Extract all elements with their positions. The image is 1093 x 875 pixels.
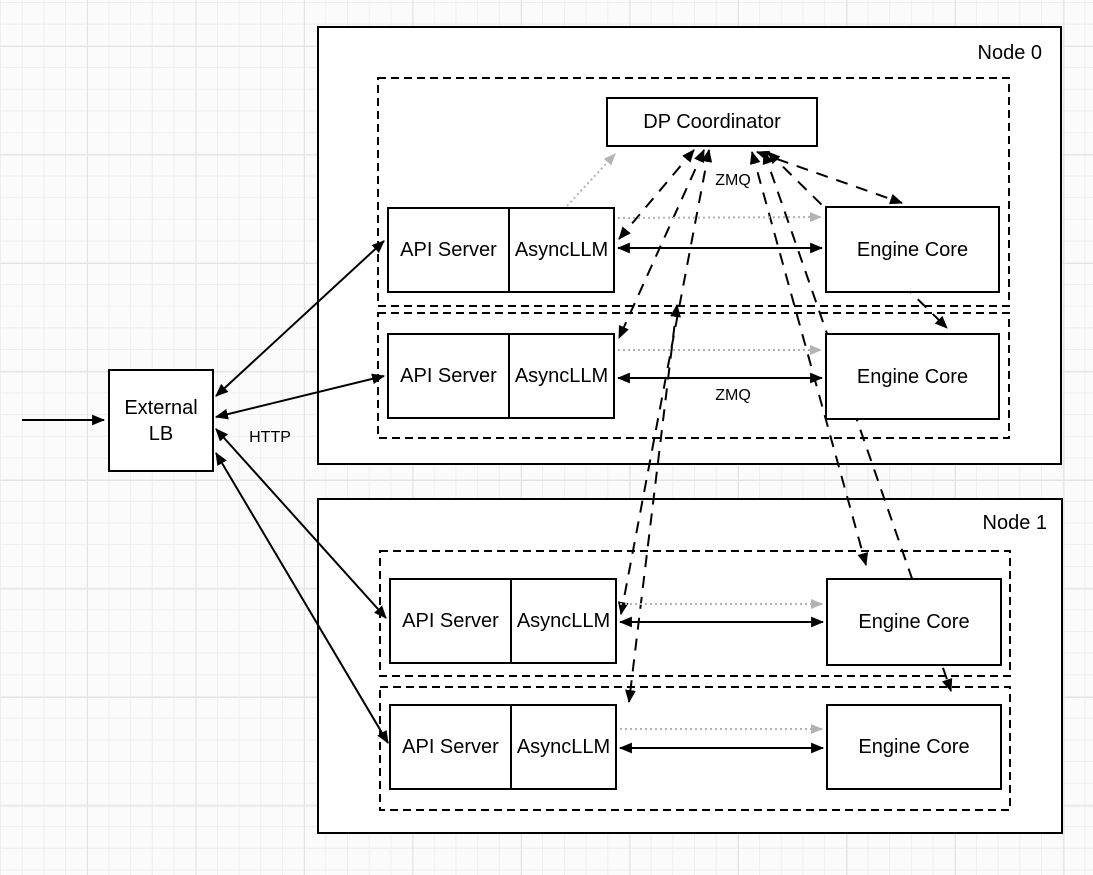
node1-label: Node 1 — [982, 512, 1048, 534]
async-llm-label: AsyncLLM — [514, 364, 609, 387]
edge-dashed-dp-asyncllm-node0-row2 — [618, 149, 705, 339]
edge-dotted-asyncllm-dp — [566, 153, 616, 207]
async-llm-label: AsyncLLM — [516, 609, 611, 632]
cell-api-server: API Server — [391, 580, 512, 662]
external-lb-line2: LB — [148, 422, 174, 445]
cell-api-server: API Server — [389, 209, 510, 291]
external-lb-line1: External — [124, 396, 198, 419]
external-lb-label: External LB — [124, 395, 197, 447]
box-engine-core-node1-row2: Engine Core — [826, 704, 1002, 790]
cell-async-llm: AsyncLLM — [512, 706, 615, 788]
engine-core-label: Engine Core — [858, 611, 970, 633]
edges-solid — [22, 240, 825, 754]
combo-box-node0-row1: API Server AsyncLLM — [387, 207, 615, 293]
edge-lb-apiserver-node1-row2 — [215, 452, 389, 744]
box-external-lb: External LB — [108, 369, 214, 472]
engine-core-label: Engine Core — [856, 365, 969, 388]
api-server-label: API Server — [400, 364, 497, 387]
edge-lb-apiserver-node0-row2 — [214, 373, 386, 420]
edge-lb-apiserver-node0-row1 — [215, 240, 385, 397]
label-zmq-engine: ZMQ — [715, 387, 751, 404]
api-server-label: API Server — [402, 735, 499, 758]
box-engine-core-node0-row1: Engine Core — [825, 206, 1000, 293]
label-http: HTTP — [249, 429, 291, 446]
box-engine-core-node0-row2: Engine Core — [825, 333, 1000, 420]
box-engine-core-node1-row1: Engine Core — [826, 578, 1002, 666]
edge-lb-apiserver-node1-row1 — [215, 428, 387, 619]
combo-box-node0-row2: API Server AsyncLLM — [387, 333, 615, 419]
combo-box-node1-row2: API Server AsyncLLM — [389, 704, 617, 790]
dp-coordinator-label: DP Coordinator — [643, 111, 781, 133]
engine-core-label: Engine Core — [856, 238, 969, 261]
cell-async-llm: AsyncLLM — [512, 580, 615, 662]
api-server-label: API Server — [402, 609, 499, 632]
cell-async-llm: AsyncLLM — [510, 209, 613, 291]
cell-api-server: API Server — [389, 335, 510, 417]
engine-core-label: Engine Core — [858, 736, 970, 758]
api-server-label: API Server — [400, 238, 497, 261]
cell-async-llm: AsyncLLM — [510, 335, 613, 417]
label-zmq-coordinator: ZMQ — [715, 172, 751, 189]
edge-dashed-dp-enginecore-node0-row1 — [755, 150, 904, 205]
edge-dashed-dp-asyncllm-node1-row2 — [625, 303, 681, 704]
edge-dashed-dp-asyncllm-node0-row1 — [618, 149, 695, 240]
combo-box-node1-row1: API Server AsyncLLM — [389, 578, 617, 664]
node0-label: Node 0 — [977, 42, 1043, 64]
edge-dotted-asyncllm-enginecore-node0-row1 — [617, 212, 822, 223]
async-llm-label: AsyncLLM — [516, 735, 611, 758]
edge-dashed-dp-asyncllm-node1-row1 — [617, 148, 713, 616]
async-llm-label: AsyncLLM — [514, 238, 609, 261]
cell-api-server: API Server — [391, 706, 512, 788]
box-dp-coordinator: DP Coordinator — [606, 97, 818, 147]
